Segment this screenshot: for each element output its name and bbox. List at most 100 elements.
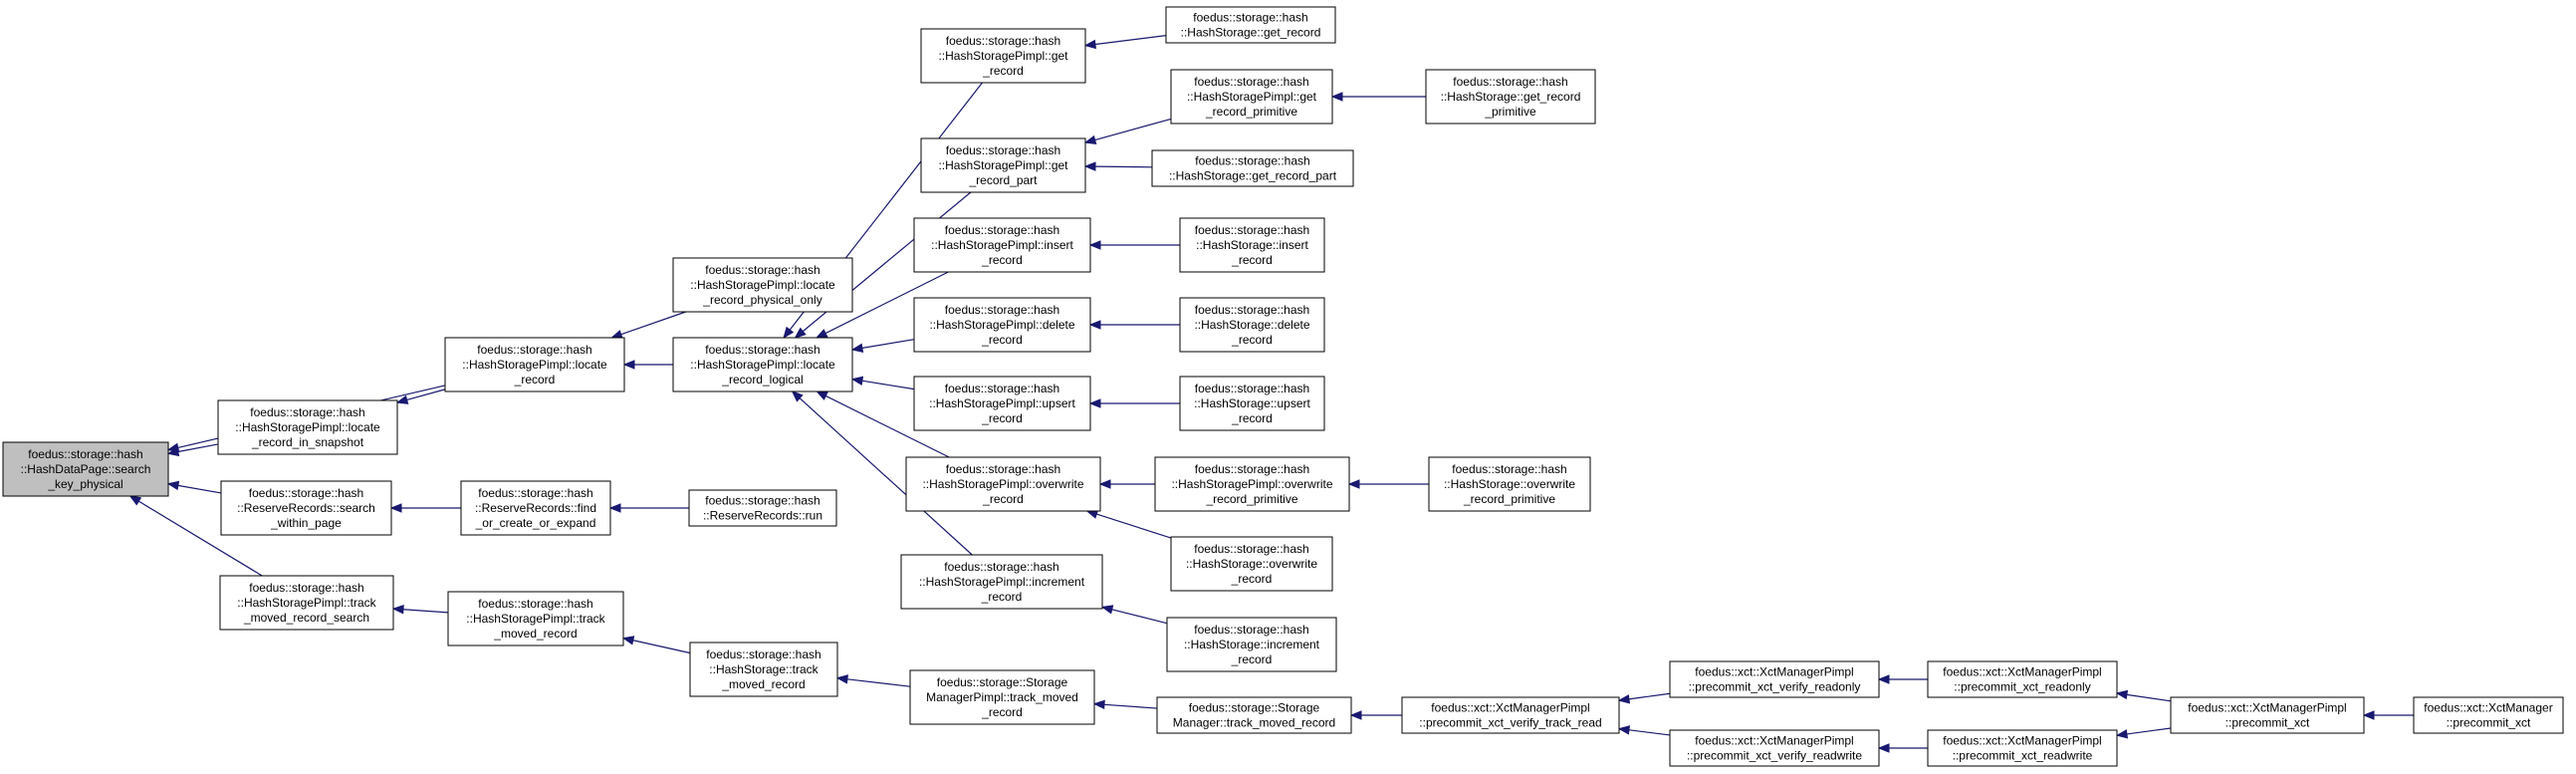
graph-edge-n14-to-n6 bbox=[850, 339, 915, 353]
node-label-line: ::HashStoragePimpl::get bbox=[938, 49, 1068, 63]
graph-node-foedus-xct-xctmanagerpimpl-precommit-xct[interactable]: foedus::xct::XctManagerPimpl::precommit_… bbox=[2170, 696, 2365, 734]
graph-node-foedus-storage-hash-hashstoragepimpl-track-moved-record-sear[interactable]: foedus::storage::hash::HashStoragePimpl:… bbox=[219, 575, 394, 631]
graph-node-foedus-storage-hash-reserverecords-run[interactable]: foedus::storage::hash::ReserveRecords::r… bbox=[688, 489, 837, 527]
node-label-line: foedus::storage::Storage bbox=[1189, 701, 1320, 715]
node-label-line: foedus::storage::hash bbox=[1195, 462, 1309, 476]
node-label-line: foedus::storage::hash bbox=[705, 494, 820, 508]
graph-node-foedus-storage-hash-hashstoragepimpl-get-record-part[interactable]: foedus::storage::hash::HashStoragePimpl:… bbox=[920, 137, 1086, 193]
node-box bbox=[1179, 297, 1325, 353]
graph-node-foedus-storage-hash-hashstoragepimpl-insert-record[interactable]: foedus::storage::hash::HashStoragePimpl:… bbox=[913, 217, 1091, 273]
node-label-line: foedus::storage::hash bbox=[250, 405, 364, 419]
graph-edge-n5-to-n1 bbox=[610, 311, 686, 340]
graph-edge-n18-to-n10 bbox=[835, 674, 911, 687]
graph-node-foedus-storage-hash-hashstoragepimpl-locate-record[interactable]: foedus::storage::hash::HashStoragePimpl:… bbox=[444, 337, 625, 392]
edge-arrowhead bbox=[621, 636, 635, 645]
edge-arrowhead bbox=[1092, 699, 1105, 710]
edge-arrowhead bbox=[1349, 710, 1362, 720]
node-label-line: foedus::storage::hash bbox=[1453, 75, 1567, 89]
node-label-line: _record_primitive bbox=[1463, 492, 1555, 506]
graph-node-foedus-xct-xctmanagerpimpl-precommit-xct-verify-readwrite[interactable]: foedus::xct::XctManagerPimpl::precommit_… bbox=[1669, 729, 1880, 767]
node-label-line: foedus::storage::hash bbox=[1195, 303, 1309, 317]
graph-node-foedus-storage-storagemanagerpimpl-track-moved-record[interactable]: foedus::storage::StorageManagerPimpl::tr… bbox=[909, 669, 1095, 725]
graph-node-foedus-xct-xctmanagerpimpl-precommit-xct-verify-readonly[interactable]: foedus::xct::XctManagerPimpl::precommit_… bbox=[1669, 660, 1880, 698]
node-box bbox=[1425, 69, 1596, 125]
node-label-line: _record bbox=[1231, 411, 1273, 425]
graph-node-foedus-storage-hash-hashdatapage-search-key-physical[interactable]: foedus::storage::hash::HashDataPage::sea… bbox=[2, 441, 169, 497]
graph-edge-n23-to-n14 bbox=[1088, 320, 1180, 330]
node-box bbox=[920, 137, 1086, 193]
graph-node-foedus-storage-hash-hashstoragepimpl-upsert-record[interactable]: foedus::storage::hash::HashStoragePimpl:… bbox=[913, 376, 1091, 431]
graph-node-foedus-storage-hash-reserverecords-find-or-create-or-expand[interactable]: foedus::storage::hash::ReserveRecords::f… bbox=[460, 480, 611, 536]
graph-node-foedus-storage-storagemanager-track-moved-record[interactable]: foedus::storage::StorageManager::track_m… bbox=[1156, 696, 1352, 734]
graph-node-foedus-storage-hash-hashstoragepimpl-overwrite-record-primit[interactable]: foedus::storage::hash::HashStoragePimpl:… bbox=[1154, 456, 1350, 512]
graph-node-foedus-storage-hash-hashstorage-get-record-primitive[interactable]: foedus::storage::hash::HashStorage::get_… bbox=[1425, 69, 1596, 125]
edge-line bbox=[824, 271, 949, 335]
graph-node-foedus-storage-hash-hashstoragepimpl-get-record-primitive[interactable]: foedus::storage::hash::HashStoragePimpl:… bbox=[1170, 69, 1333, 125]
graph-edge-n24-to-n15 bbox=[1088, 398, 1180, 408]
graph-edge-n9-to-n4 bbox=[391, 605, 449, 615]
edge-line bbox=[846, 678, 911, 687]
graph-node-foedus-xct-xctmanagerpimpl-precommit-xct-verify-track-read[interactable]: foedus::xct::XctManagerPimpl::precommit_… bbox=[1401, 696, 1620, 734]
node-box bbox=[1156, 696, 1352, 734]
graph-node-foedus-storage-hash-hashstorage-overwrite-record-primitive[interactable]: foedus::storage::hash::HashStorage::over… bbox=[1428, 456, 1591, 512]
edge-arrowhead bbox=[815, 329, 828, 339]
graph-node-foedus-storage-hash-hashstorage-get-record[interactable]: foedus::storage::hash::HashStorage::get_… bbox=[1165, 6, 1336, 44]
graph-node-foedus-storage-hash-reserverecords-search-within-page[interactable]: foedus::storage::hash::ReserveRecords::s… bbox=[220, 480, 392, 536]
edge-line bbox=[1628, 692, 1671, 700]
graph-edge-n30-to-n25 bbox=[1347, 479, 1429, 489]
node-label-line: _record_in_snapshot bbox=[251, 435, 364, 449]
edge-arrowhead bbox=[1347, 479, 1360, 489]
graph-node-foedus-storage-hash-hashstorage-upsert-record[interactable]: foedus::storage::hash::HashStorage::upse… bbox=[1179, 376, 1325, 431]
node-label-line: _record bbox=[1231, 333, 1273, 347]
graph-node-foedus-storage-hash-hashstorage-track-moved-record[interactable]: foedus::storage::hash::HashStorage::trac… bbox=[689, 642, 838, 697]
graph-node-foedus-storage-hash-hashstoragepimpl-locate-record-in-snapsh[interactable]: foedus::storage::hash::HashStoragePimpl:… bbox=[217, 399, 398, 455]
graph-edge-n7-to-n3 bbox=[389, 503, 461, 513]
edge-line bbox=[177, 443, 219, 453]
edge-line bbox=[1103, 703, 1158, 709]
node-label-line: ::HashStoragePimpl::track bbox=[237, 596, 376, 610]
edge-line bbox=[861, 380, 915, 390]
graph-node-foedus-storage-hash-hashstorage-delete-record[interactable]: foedus::storage::hash::HashStorage::dele… bbox=[1179, 297, 1325, 353]
node-box bbox=[689, 642, 838, 697]
graph-node-foedus-storage-hash-hashstoragepimpl-overwrite-record[interactable]: foedus::storage::hash::HashStoragePimpl:… bbox=[905, 456, 1101, 512]
edge-arrowhead bbox=[610, 330, 623, 340]
node-layer: foedus::storage::hash::HashDataPage::sea… bbox=[2, 6, 2564, 767]
graph-edge-n22-to-n13 bbox=[1088, 240, 1180, 250]
edge-arrowhead bbox=[395, 394, 409, 404]
node-label-line: ::HashDataPage::search bbox=[21, 462, 151, 476]
edge-arrowhead bbox=[1098, 479, 1111, 489]
edge-arrowhead bbox=[1877, 674, 1890, 684]
graph-node-foedus-storage-hash-hashstoragepimpl-locate-record-physical-[interactable]: foedus::storage::hash::HashStoragePimpl:… bbox=[672, 257, 853, 313]
node-label-line: ManagerPimpl::track_moved bbox=[926, 690, 1078, 704]
node-label-line: foedus::xct::XctManagerPimpl bbox=[1943, 665, 2101, 679]
graph-node-foedus-storage-hash-hashstorage-insert-record[interactable]: foedus::storage::hash::HashStorage::inse… bbox=[1179, 217, 1325, 273]
graph-node-foedus-storage-hash-hashstorage-increment-record[interactable]: foedus::storage::hash::HashStorage::incr… bbox=[1166, 617, 1337, 672]
graph-edge-n17-to-n6 bbox=[791, 390, 973, 556]
graph-node-foedus-xct-xctmanagerpimpl-precommit-xct-readonly[interactable]: foedus::xct::XctManagerPimpl::precommit_… bbox=[1927, 660, 2118, 698]
node-box bbox=[905, 456, 1101, 512]
node-label-line: ::precommit_xct_readwrite bbox=[1953, 749, 2093, 763]
graph-node-foedus-xct-xctmanagerpimpl-precommit-xct-readwrite[interactable]: foedus::xct::XctManagerPimpl::precommit_… bbox=[1927, 729, 2118, 767]
node-label-line: foedus::storage::hash bbox=[1195, 223, 1309, 237]
graph-node-foedus-storage-hash-hashstoragepimpl-get-record[interactable]: foedus::storage::hash::HashStoragePimpl:… bbox=[920, 28, 1086, 84]
graph-node-foedus-storage-hash-hashstoragepimpl-track-moved-record[interactable]: foedus::storage::hash::HashStoragePimpl:… bbox=[447, 591, 624, 646]
node-box bbox=[1179, 217, 1325, 273]
node-label-line: _record bbox=[982, 64, 1024, 78]
edge-arrowhead bbox=[816, 390, 828, 400]
node-label-line: ::precommit_xct bbox=[2225, 716, 2310, 730]
edge-arrowhead bbox=[1088, 320, 1101, 330]
edge-arrowhead bbox=[1877, 743, 1890, 753]
node-box bbox=[1170, 536, 1333, 592]
edge-arrowhead bbox=[835, 674, 848, 684]
graph-node-foedus-storage-hash-hashstoragepimpl-delete-record[interactable]: foedus::storage::hash::HashStoragePimpl:… bbox=[913, 297, 1091, 353]
graph-node-foedus-storage-hash-hashstorage-overwrite-record[interactable]: foedus::storage::hash::HashStorage::over… bbox=[1170, 536, 1333, 592]
edge-line bbox=[632, 640, 691, 654]
edge-arrowhead bbox=[166, 480, 180, 491]
graph-node-foedus-storage-hash-hashstoragepimpl-increment-record[interactable]: foedus::storage::hash::HashStoragePimpl:… bbox=[900, 554, 1103, 610]
edge-arrowhead bbox=[850, 376, 864, 386]
graph-edge-n25-to-n16 bbox=[1098, 479, 1155, 489]
graph-node-foedus-storage-hash-hashstoragepimpl-locate-record-logical[interactable]: foedus::storage::hash::HashStoragePimpl:… bbox=[672, 337, 853, 392]
graph-node-foedus-storage-hash-hashstorage-get-record-part[interactable]: foedus::storage::hash::HashStorage::get_… bbox=[1151, 149, 1354, 187]
graph-node-foedus-xct-xctmanager-precommit-xct[interactable]: foedus::xct::XctManager::precommit_xct bbox=[2413, 696, 2564, 734]
edge-arrowhead bbox=[2115, 689, 2129, 700]
